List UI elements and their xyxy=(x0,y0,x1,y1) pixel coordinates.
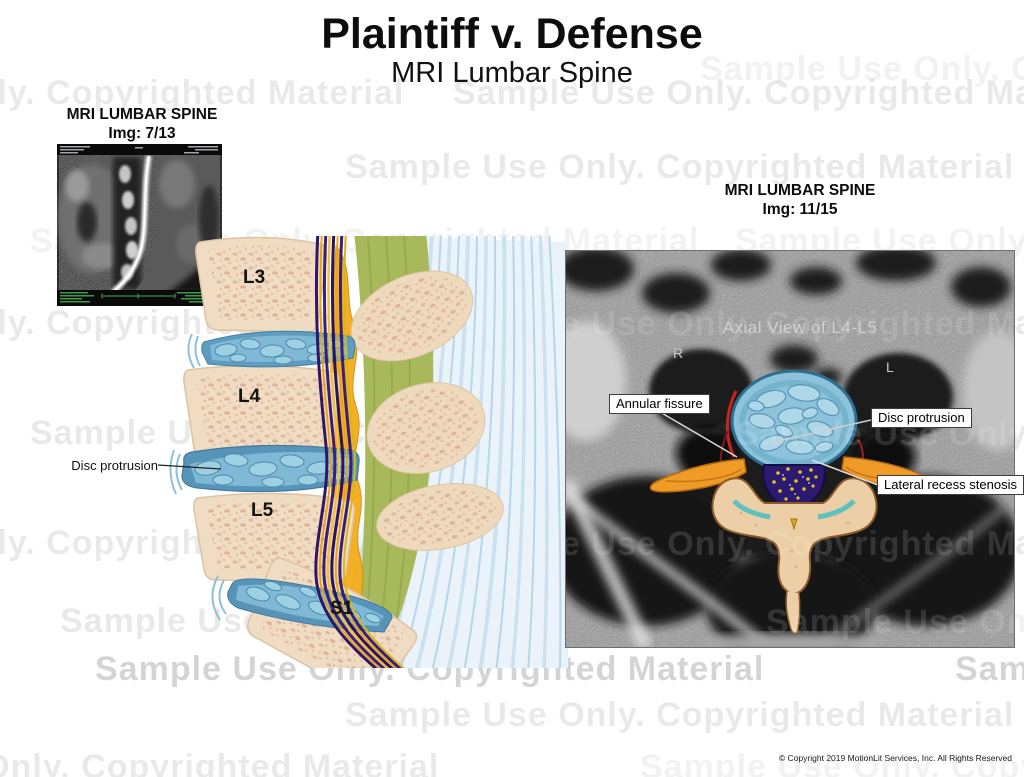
copyright-notice: © Copyright 2019 MotionLit Services, Inc… xyxy=(778,753,1012,763)
sagittal-mri-thumbnail xyxy=(57,144,222,306)
sagittal-mri-image xyxy=(57,144,222,306)
right-panel-heading: MRI LUMBAR SPINE xyxy=(724,182,876,199)
watermark-text: Sample Use Only. Copyrighted Material xyxy=(453,74,1024,112)
watermark-text: Sample Use Only. Copyrighted Material xyxy=(345,148,1015,186)
sagittal-spine-illustration xyxy=(169,236,568,668)
vertebra-label-L4: L4 xyxy=(238,386,261,407)
watermark-text: Sample Use Only. Copyrighted Material xyxy=(955,650,1024,688)
axial-view-caption: Axial View of L4-L5 xyxy=(722,318,878,337)
spinous-processes xyxy=(350,270,504,551)
watermark-text: Sample Use Only. Copyrighted Material xyxy=(345,696,1015,734)
left-panel-header: MRI LUMBAR SPINE Img: 7/13 xyxy=(37,105,247,143)
axial-mri-panel: Sample Use Only. Copyrighted Material Sa… xyxy=(565,250,1015,648)
watermark-ghost: Sample Use Only. Copyrighted Material xyxy=(566,525,1015,563)
annulus-fibers xyxy=(169,333,227,621)
right-panel-header: MRI LUMBAR SPINE Img: 11/15 xyxy=(690,181,910,219)
watermark-text: Sample Use Only. Copyrighted Material xyxy=(0,74,405,112)
left-panel-image-index: Img: 7/13 xyxy=(108,125,176,142)
page-subtitle: MRI Lumbar Spine xyxy=(391,57,633,89)
vertebra-label-L5: L5 xyxy=(251,500,274,521)
spinal-canal-nerves xyxy=(314,236,405,668)
disc-protrusion-label-axial: Disc protrusion xyxy=(871,408,972,428)
vertebra-label-S1: S1 xyxy=(330,598,354,619)
left-panel-heading: MRI LUMBAR SPINE xyxy=(66,106,218,123)
dicom-text-marks-top xyxy=(60,146,218,154)
watermark-text: Sample Use Only. Copyrighted Material xyxy=(0,748,440,777)
vertebra-label-L3: L3 xyxy=(243,267,266,288)
watermark-ghost: Sample Use Only. Copyrighted Material xyxy=(566,305,1015,343)
watermark-text: Sample Use Only. Copyrighted Material xyxy=(640,748,1024,777)
watermark-text: Sample Use Only. Copyrighted Material xyxy=(700,50,1024,88)
left-side-marker: L xyxy=(886,359,894,375)
lateral-recess-stenosis-label: Lateral recess stenosis xyxy=(877,475,1024,495)
disc-protrusion-label-sagittal: Disc protrusion xyxy=(71,458,158,473)
page-title: Plaintiff v. Defense xyxy=(321,10,703,58)
right-panel-image-index: Img: 11/15 xyxy=(762,201,838,218)
annular-fissure-label: Annular fissure xyxy=(609,394,710,414)
title-block: Plaintiff v. Defense MRI Lumbar Spine xyxy=(0,12,1024,89)
watermark-ghost: Sample Use Only. Copyrighted Material xyxy=(766,603,1014,641)
right-side-marker: R xyxy=(673,345,684,361)
vertebral-arch xyxy=(711,477,878,635)
measurement-ruler xyxy=(101,293,176,299)
